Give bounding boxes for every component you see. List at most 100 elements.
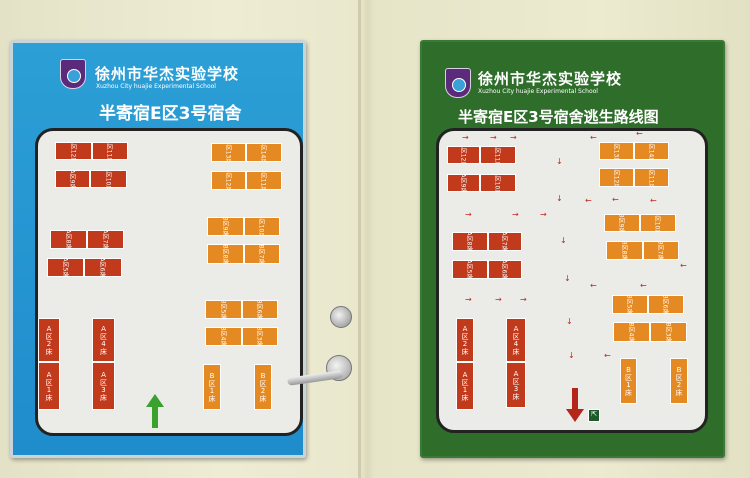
bed-label: A区5床 (465, 260, 473, 279)
bed-label: B区9床 (617, 214, 625, 232)
escape-direction-arrow-icon: ↓ (568, 351, 575, 360)
bed-slot: A区12床 (447, 146, 480, 164)
escape-direction-arrow-icon: ↓ (556, 157, 563, 166)
bed-label: B区4床 (219, 327, 226, 346)
escape-direction-arrow-icon: → (462, 133, 469, 142)
bed-label: B区6床 (661, 295, 669, 314)
bed-slot: A区7床 (87, 230, 124, 249)
bed-label: A区12床 (69, 142, 76, 160)
sign-title: 半寄宿E区3号宿舍 (99, 104, 242, 124)
bed-slot: B区13床 (211, 143, 246, 162)
school-name: 徐州市华杰实验学校 (478, 70, 623, 88)
bed-label: B区13床 (611, 142, 619, 160)
bed-slot: B区2床 (254, 364, 272, 410)
bed-label: B区8床 (620, 241, 627, 260)
door-lock[interactable] (330, 306, 352, 328)
school-name-en: Xuzhou City huajie Experimental School (96, 83, 216, 90)
bed-slot: B区10床 (244, 217, 280, 236)
escape-down-arrow-icon (566, 388, 584, 422)
bed-label: A区12床 (459, 146, 466, 164)
bed-slot: A区10床 (90, 170, 127, 188)
bed-label: B区14床 (646, 142, 654, 160)
bed-label: B区5床 (219, 300, 226, 319)
bed-label: B区12床 (611, 168, 619, 187)
bed-slot: B区6床 (648, 295, 684, 314)
bed-label: B区7床 (257, 244, 265, 264)
bed-slot: A区4床 (92, 318, 115, 362)
bed-slot: B区4床 (205, 327, 242, 346)
escape-direction-arrow-icon: ← (636, 129, 643, 138)
bed-label: B区2床 (675, 366, 683, 396)
bed-slot: A区5床 (47, 258, 84, 277)
escape-direction-arrow-icon: ← (604, 351, 611, 360)
bed-label: B区7床 (656, 241, 664, 260)
bed-slot: A区10床 (480, 174, 516, 192)
escape-direction-arrow-icon: ↓ (560, 236, 567, 245)
bed-label: B区14床 (259, 143, 267, 162)
bed-label: B区1床 (208, 372, 216, 402)
escape-direction-arrow-icon: ↓ (556, 194, 563, 203)
bed-label: B区3床 (255, 327, 263, 346)
escape-direction-arrow-icon: ← (590, 281, 597, 290)
bed-slot: B区4床 (613, 322, 650, 342)
bed-slot: A区3床 (506, 362, 526, 408)
bed-label: A区11床 (493, 146, 501, 164)
bed-label: B区3床 (664, 322, 671, 342)
bed-label: A区1床 (461, 371, 469, 401)
bed-slot: B区7床 (244, 244, 280, 264)
bed-slot: A区2床 (456, 318, 474, 362)
bed-label: A区5床 (61, 258, 68, 277)
bed-label: B区4床 (627, 322, 634, 342)
bed-label: A区11床 (105, 142, 113, 160)
school-logo-icon (60, 59, 86, 89)
escape-direction-arrow-icon: ↓ (564, 274, 571, 283)
bed-label: B区11床 (259, 171, 267, 190)
bed-label: B区6床 (255, 300, 263, 319)
escape-direction-arrow-icon: → (520, 295, 527, 304)
bed-label: B区8床 (221, 244, 228, 264)
bed-label: A区7床 (101, 230, 108, 249)
bed-label: A区4床 (512, 325, 520, 355)
bed-slot: A区8床 (50, 230, 87, 249)
bed-slot: B区6床 (242, 300, 278, 319)
bed-label: B区2床 (259, 372, 267, 402)
bed-slot: A区4床 (506, 318, 526, 362)
bed-label: A区4床 (99, 325, 108, 355)
escape-direction-arrow-icon: → (465, 210, 472, 219)
bed-slot: A区12床 (55, 142, 92, 160)
school-name: 徐州市华杰实验学校 (95, 65, 240, 83)
bed-slot: B区14床 (246, 143, 282, 162)
bed-slot: B区11床 (246, 171, 282, 190)
bed-slot: B区11床 (634, 168, 669, 187)
bed-slot: B区7床 (643, 241, 679, 260)
sign-title: 半寄宿E区3号宿舍逃生路线图 (458, 108, 659, 126)
bed-slot: A区5床 (452, 260, 488, 279)
bed-slot: A区7床 (488, 232, 522, 251)
escape-direction-arrow-icon: ← (590, 133, 597, 142)
bed-slot: B区14床 (634, 142, 669, 160)
bed-label: B区5床 (625, 295, 633, 314)
bed-label: A区10床 (104, 170, 111, 188)
bed-slot: A区1床 (38, 362, 60, 410)
bed-slot: B区5床 (612, 295, 648, 314)
escape-direction-arrow-icon: → (540, 210, 547, 219)
bed-label: A区9床 (459, 174, 466, 192)
bed-label: A区3床 (512, 370, 520, 400)
school-logo-icon (445, 68, 471, 98)
school-name-en: Xuzhou City huajie Experimental School (478, 88, 598, 95)
bed-slot: B区2床 (670, 358, 688, 404)
bed-slot: A区3床 (92, 362, 115, 410)
bed-slot: B区8床 (606, 241, 643, 260)
bed-slot: B区12床 (211, 171, 246, 190)
bed-label: A区2床 (461, 325, 469, 355)
bed-slot: A区6床 (84, 258, 122, 277)
bed-slot: B区9床 (604, 214, 640, 232)
bed-slot: A区8床 (452, 232, 488, 251)
bed-label: A区8床 (64, 230, 71, 249)
bed-slot: B区3床 (650, 322, 687, 342)
bed-label: B区13床 (223, 143, 231, 162)
bed-label: A区2床 (45, 325, 53, 355)
bed-slot: A区9床 (447, 174, 480, 192)
escape-direction-arrow-icon: ← (650, 196, 657, 205)
escape-direction-arrow-icon: ← (640, 281, 647, 290)
